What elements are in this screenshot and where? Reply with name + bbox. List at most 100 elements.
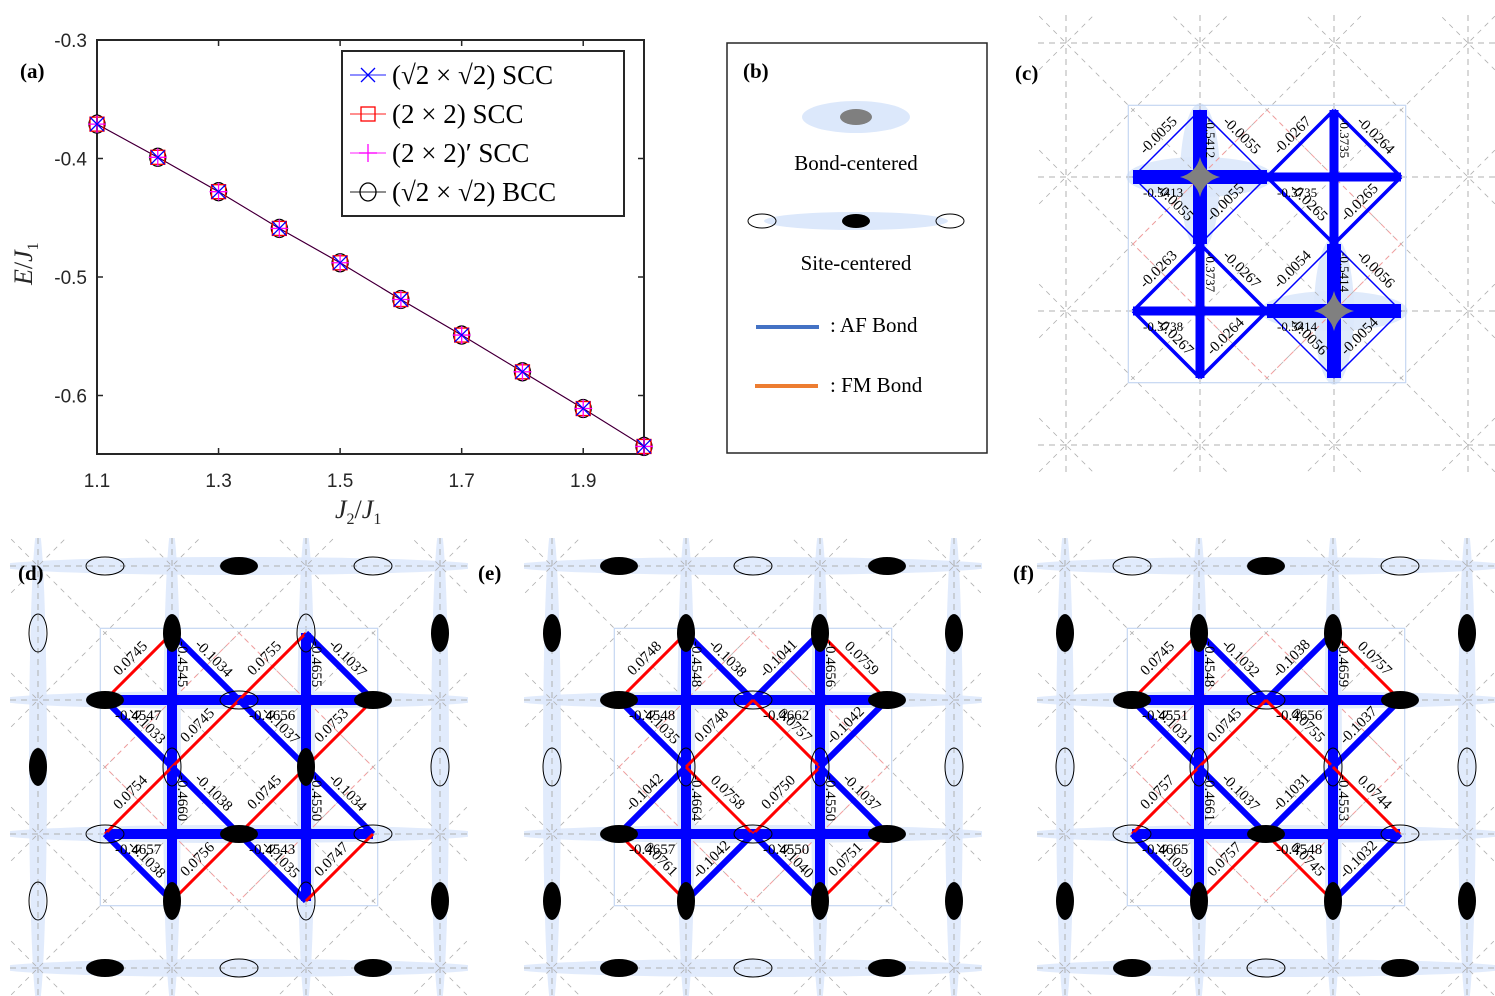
bond-value-label: -0.4548	[629, 708, 675, 724]
bond-value-label: -0.4659	[1335, 641, 1351, 687]
grid-line-diag	[1439, 15, 1495, 71]
filled-site-marker-icon	[1190, 614, 1208, 652]
grid-line-diag	[1038, 283, 1229, 473]
vertical-halo	[1056, 538, 1074, 996]
chart-legend: (√2 × √2) SCC(2 × 2) SCC(2 × 2)′ SCC(√2 …	[341, 50, 625, 217]
filled-site-marker-icon	[543, 614, 561, 652]
af-bond-j1	[1199, 176, 1268, 245]
open-site-marker-icon	[85, 824, 125, 844]
open-site-marker-icon	[28, 881, 48, 921]
filled-site-marker-icon	[29, 748, 47, 786]
bond-value-label: -0.4548	[1276, 842, 1322, 858]
open-site-marker-icon	[430, 747, 450, 787]
site-centered-open-right-icon	[935, 213, 965, 229]
bond-value-label: -0.4665	[1142, 842, 1188, 858]
af-bond-j1	[1330, 697, 1403, 770]
bond-value-label: -0.4548	[1201, 641, 1217, 687]
af-bond-j1	[750, 831, 823, 904]
grid-line-diag	[1038, 15, 1495, 473]
filled-site-marker-icon	[868, 691, 906, 709]
fm-bond-j1	[1197, 698, 1268, 769]
horizontal-halo	[524, 959, 982, 977]
x-marker-icon	[575, 401, 591, 416]
grid-line-diag	[1304, 538, 1495, 728]
af-bond-j1	[1263, 764, 1336, 837]
filled-site-marker-icon	[1190, 882, 1208, 920]
reference-diamond	[104, 632, 374, 902]
plus-marker-icon	[359, 144, 377, 162]
bond-center-star-icon	[1180, 157, 1220, 197]
vertical-halo	[543, 538, 561, 996]
unit-cell-box	[1127, 104, 1407, 384]
af-bond-j1	[1132, 109, 1201, 178]
unit-cell-box	[99, 627, 379, 907]
fm-bond-j1	[1264, 832, 1335, 903]
vertical-halo	[1458, 538, 1476, 996]
y-tick-label: -0.4	[54, 150, 87, 171]
open-site-marker-icon	[1189, 747, 1209, 787]
reference-diamond	[1132, 109, 1402, 379]
legend-entry: (2 × 2)′ SCC	[392, 138, 529, 168]
af-bond-j1	[169, 764, 242, 837]
circle-marker-icon	[359, 182, 377, 202]
x-tick-label: 1.5	[327, 471, 353, 492]
filled-site-marker-icon	[600, 825, 638, 843]
fm-bond-j1	[751, 765, 822, 836]
square-marker-icon	[360, 106, 376, 122]
filled-site-marker-icon	[600, 557, 638, 575]
af-bond-j1	[102, 697, 175, 770]
open-site-marker-icon	[733, 690, 773, 710]
open-site-marker-icon	[944, 747, 964, 787]
bond-value-label: -0.4661	[1201, 775, 1217, 821]
filled-site-marker-icon	[1324, 882, 1342, 920]
filled-site-marker-icon	[1113, 691, 1151, 709]
filled-site-marker-icon	[1324, 614, 1342, 652]
bond-value-label: -0.4664	[688, 775, 704, 822]
af-bond-j1	[1198, 242, 1269, 313]
fm-bond-j1	[103, 631, 174, 702]
bond-value-label: -0.4550	[822, 775, 838, 821]
vertical-halo	[945, 538, 963, 996]
fm-bond-j1	[304, 698, 375, 769]
filled-site-marker-icon	[600, 959, 638, 977]
open-site-marker-icon	[733, 958, 773, 978]
filled-site-marker-icon	[1381, 959, 1419, 977]
site-centered-filled-icon	[842, 214, 870, 228]
x-tick-label: 1.7	[448, 471, 474, 492]
af-bond-j1	[683, 630, 756, 703]
af-bond-j1	[1265, 108, 1336, 179]
af-bond-j1	[1196, 630, 1269, 703]
open-site-marker-icon	[162, 747, 182, 787]
open-site-marker-icon	[1112, 556, 1152, 576]
filled-site-marker-icon	[1458, 614, 1476, 652]
x-axis-title: J2/J1	[335, 495, 381, 528]
filled-site-marker-icon	[431, 614, 449, 652]
horizontal-halo	[1037, 959, 1495, 977]
open-site-marker-icon	[676, 747, 696, 787]
af-bond-j1	[1129, 831, 1202, 904]
filled-site-marker-icon	[868, 959, 906, 977]
panel-d-site-centered-lattice: -0.4547-0.4656-0.4657-0.4543-0.4545-0.46…	[10, 538, 468, 996]
panel-label-a: (a)	[20, 59, 45, 83]
series-line	[96, 123, 645, 447]
x-tick-label: 1.1	[84, 471, 110, 492]
open-site-marker-icon	[28, 613, 48, 653]
filled-site-marker-icon	[163, 882, 181, 920]
bond-value-label: -0.4550	[308, 775, 324, 821]
open-site-marker-icon	[219, 958, 259, 978]
fm-bond-j1	[170, 698, 241, 769]
open-site-marker-icon	[296, 881, 316, 921]
bond-value-label: -0.4655	[308, 641, 324, 687]
af-bond-j1	[1332, 108, 1403, 179]
open-site-marker-icon	[542, 747, 562, 787]
filled-site-marker-icon	[354, 691, 392, 709]
open-site-marker-icon	[1246, 958, 1286, 978]
grid-line-diag	[1439, 417, 1495, 473]
x-marker-icon	[150, 149, 166, 165]
open-site-marker-icon	[85, 556, 125, 576]
site-centered-label: Site-centered	[801, 251, 912, 275]
y-tick-label: -0.6	[54, 387, 87, 408]
open-site-marker-icon	[733, 556, 773, 576]
open-site-marker-icon	[353, 824, 393, 844]
